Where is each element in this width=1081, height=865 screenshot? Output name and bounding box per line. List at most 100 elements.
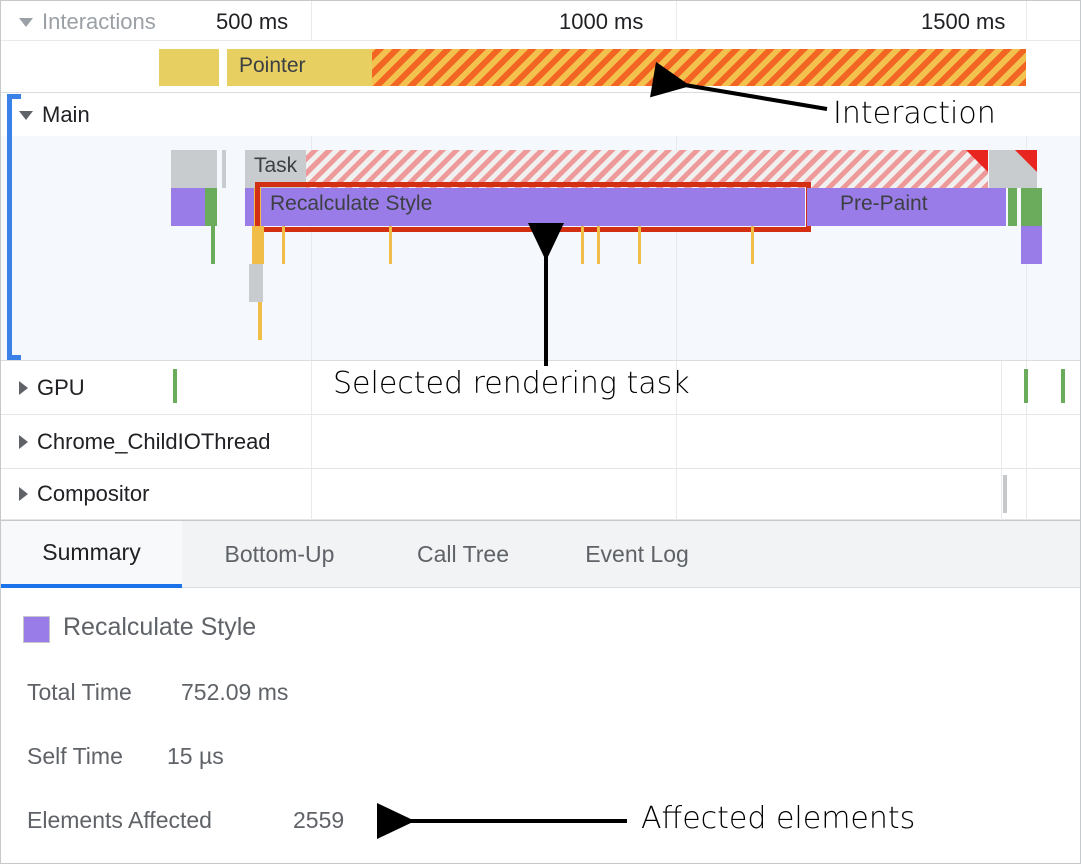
flame-bar-label: Task	[254, 154, 298, 177]
track-event-marker[interactable]	[1024, 369, 1028, 403]
tab-label: Bottom-Up	[224, 541, 335, 567]
chevron-down-icon	[19, 110, 33, 120]
task-block-gray-c[interactable]	[989, 150, 1037, 188]
tick-purple-right[interactable]	[1021, 226, 1042, 264]
detail-value: 2559	[293, 807, 345, 833]
gridline	[676, 136, 677, 360]
detail-row-self-time: Self Time 15 µs	[27, 743, 224, 770]
interaction-block-1[interactable]	[159, 49, 219, 86]
task-block-gray-a[interactable]	[171, 150, 217, 188]
tick-green-thin[interactable]	[211, 226, 215, 264]
tick-yellow-c[interactable]	[581, 226, 584, 264]
interaction-pointer[interactable]: Pointer	[227, 49, 372, 86]
tab-summary[interactable]: Summary	[1, 521, 182, 588]
gridline	[1026, 415, 1027, 469]
gridline	[676, 361, 677, 415]
track-label-gpu: GPU	[37, 374, 85, 400]
tab-label: Summary	[42, 539, 141, 565]
tick-yellow-wide[interactable]	[252, 226, 264, 264]
paint-yellow-sliver[interactable]	[254, 188, 261, 226]
detail-row-total-time: Total Time 752.09 ms	[27, 679, 288, 706]
interaction-event-label: Pointer	[239, 54, 306, 77]
gridline	[1026, 469, 1027, 520]
tick-yellow-b[interactable]	[389, 226, 392, 264]
tab-label: Event Log	[585, 541, 689, 567]
task-block-main[interactable]: Task	[245, 150, 306, 188]
gridline	[1001, 361, 1002, 415]
chevron-right-icon	[19, 434, 28, 449]
tick-yellow-a[interactable]	[282, 226, 285, 264]
track-header-interactions[interactable]: Interactions	[19, 9, 156, 35]
flame-bar-label: Pre-Paint	[840, 192, 928, 215]
recalc-style-small[interactable]	[171, 188, 205, 226]
task-long-hatched[interactable]	[306, 150, 988, 188]
ruler-tick-label: 1000 ms	[559, 9, 644, 34]
gridline	[676, 469, 677, 520]
recalculate-style-selected[interactable]: Recalculate Style	[261, 188, 805, 226]
long-task-warning-icon	[966, 150, 988, 172]
ruler-tick-label: 1500 ms	[921, 9, 1006, 34]
chevron-right-icon	[19, 380, 28, 395]
track-compositor[interactable]: Compositor	[1, 469, 1080, 520]
detail-key: Self Time	[27, 743, 123, 769]
detail-key: Elements Affected	[27, 807, 212, 833]
tick-yellow-e[interactable]	[638, 226, 641, 264]
track-event-marker[interactable]	[173, 369, 177, 403]
track-header-main[interactable]: Main	[1, 93, 1080, 136]
layout-green-b[interactable]	[1008, 188, 1017, 226]
track-event-marker[interactable]	[1061, 369, 1065, 403]
gridline	[311, 361, 312, 415]
layout-green-c[interactable]	[1021, 188, 1042, 226]
task-block-gray-b[interactable]	[222, 150, 226, 188]
tab-event-log[interactable]: Event Log	[549, 521, 725, 588]
ruler-tick-label: 500 ms	[216, 9, 289, 34]
track-event-marker[interactable]	[1003, 475, 1007, 513]
tab-call-tree[interactable]: Call Tree	[377, 521, 549, 588]
detail-value: 15 µs	[167, 743, 224, 769]
annotation-affected-elements: Affected elements	[641, 801, 916, 836]
pre-paint-block[interactable]: Pre-Paint	[831, 188, 1006, 226]
timeline-ruler[interactable]: Interactions 500 ms 1000 ms 1500 ms	[1, 1, 1080, 41]
track-header-gpu[interactable]: GPU	[19, 375, 85, 401]
gridline	[1001, 469, 1002, 520]
summary-details-pane	[1, 588, 1080, 863]
details-event-title: Recalculate Style	[63, 613, 257, 641]
gridline	[311, 469, 312, 520]
track-gpu[interactable]: GPU	[1, 361, 1080, 415]
detail-value: 752.09 ms	[181, 679, 289, 705]
tick-yellow-d[interactable]	[597, 226, 600, 264]
interactions-track[interactable]: Pointer	[1, 41, 1080, 93]
details-tab-bar[interactable]: Summary Bottom-Up Call Tree Event Log	[1, 520, 1080, 588]
layout-green-small[interactable]	[205, 188, 217, 226]
recalc-style-sliver[interactable]	[245, 188, 254, 226]
track-label-chrome-childiothread: Chrome_ChildIOThread	[37, 428, 271, 454]
gridline	[311, 415, 312, 469]
track-header-chrome-childiothread[interactable]: Chrome_ChildIOThread	[19, 429, 271, 455]
track-label-interactions: Interactions	[42, 9, 156, 34]
tick-gray-lower[interactable]	[249, 264, 263, 302]
detail-row-elements-affected: Elements Affected 2559	[27, 807, 344, 834]
annotation-selected-rendering-task: Selected rendering task	[333, 366, 690, 401]
tab-bottom-up[interactable]: Bottom-Up	[182, 521, 377, 588]
detail-key: Total Time	[27, 679, 132, 705]
tick-yellow-f[interactable]	[751, 226, 754, 264]
gridline	[676, 415, 677, 469]
chevron-down-icon	[19, 17, 33, 27]
flame-bar-label: Recalculate Style	[270, 192, 433, 215]
track-chrome-childiothread[interactable]: Chrome_ChildIOThread	[1, 415, 1080, 469]
gridline	[1001, 415, 1002, 469]
track-label-compositor: Compositor	[37, 481, 150, 506]
event-color-swatch	[23, 616, 50, 643]
interaction-long-hatched[interactable]	[372, 49, 1026, 86]
tab-label: Call Tree	[416, 541, 510, 567]
recalc-style-gap[interactable]	[807, 188, 831, 226]
gridline	[311, 136, 312, 360]
ruler-tick-separator	[676, 1, 677, 41]
track-label-main: Main	[42, 102, 90, 127]
annotation-interaction: Interaction	[833, 96, 996, 131]
track-header-compositor[interactable]: Compositor	[19, 481, 149, 507]
long-task-warning-icon	[1015, 150, 1037, 172]
tick-yellow-bottom[interactable]	[258, 302, 262, 340]
